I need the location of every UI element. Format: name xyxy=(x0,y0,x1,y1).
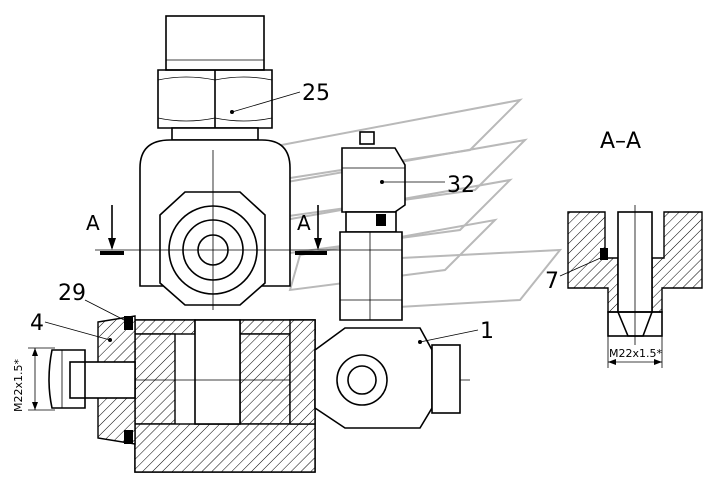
thread-dimension-main: M22x1.5* xyxy=(12,347,55,412)
lower-section xyxy=(110,319,470,473)
thread-label-main: M22x1.5* xyxy=(12,359,25,412)
callout-1: 1 xyxy=(480,319,494,344)
upright-valve xyxy=(339,131,406,321)
callout-29: 29 xyxy=(58,281,86,306)
section-mark-left: A xyxy=(86,211,100,235)
callouts: 25 32 29 4 1 xyxy=(30,81,494,344)
callout-7: 7 xyxy=(545,269,559,294)
section-title: A–A xyxy=(600,129,641,154)
thread-label-section: M22x1.5* xyxy=(609,347,662,360)
callout-32: 32 xyxy=(447,173,475,198)
top-cap xyxy=(157,15,273,141)
section-marks: A A xyxy=(86,205,327,255)
callout-25: 25 xyxy=(302,81,330,106)
section-mark-right: A xyxy=(297,211,311,235)
right-fitting xyxy=(314,327,461,429)
valve-body xyxy=(95,139,340,310)
left-fitting xyxy=(48,315,136,445)
section-view: A–A 7 M22x1.5* xyxy=(545,129,703,368)
callout-4: 4 xyxy=(30,311,44,336)
